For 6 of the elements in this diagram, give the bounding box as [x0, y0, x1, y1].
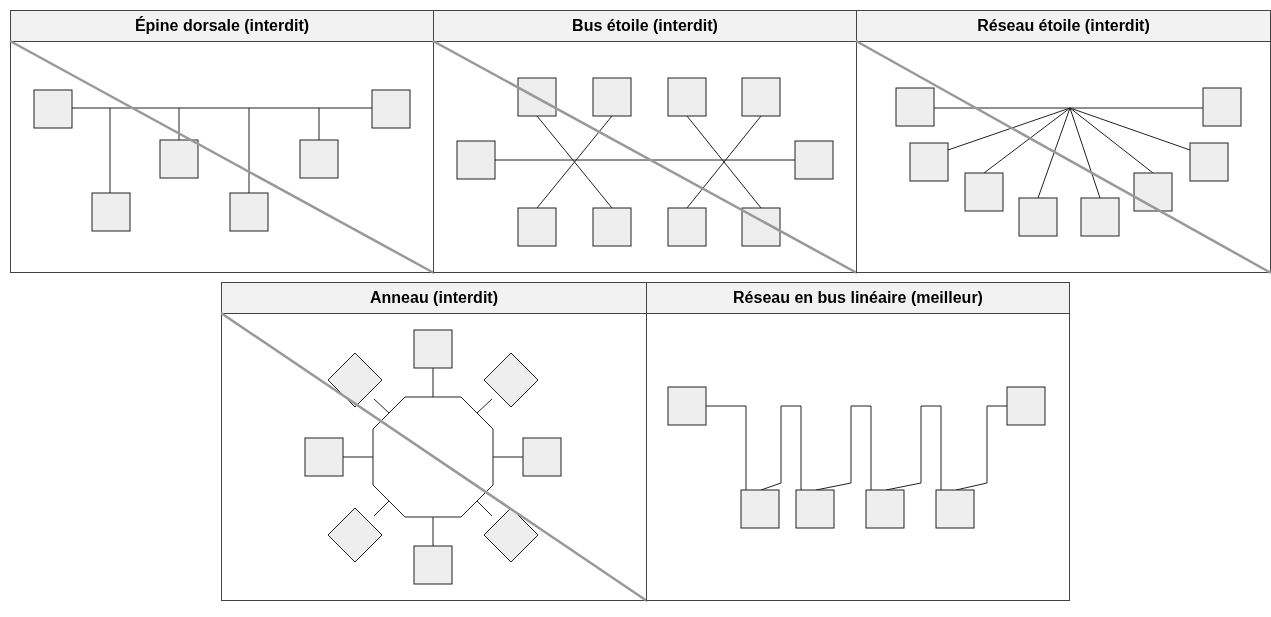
panel-title: Réseau étoile (interdit): [977, 16, 1150, 36]
panel: [646, 282, 1070, 601]
panel-title: Anneau (interdit): [370, 288, 498, 308]
panel-title: Réseau en bus linéaire (meilleur): [733, 288, 983, 308]
panel-title: Bus étoile (interdit): [572, 16, 718, 36]
panel-title: Épine dorsale (interdit): [134, 16, 310, 36]
